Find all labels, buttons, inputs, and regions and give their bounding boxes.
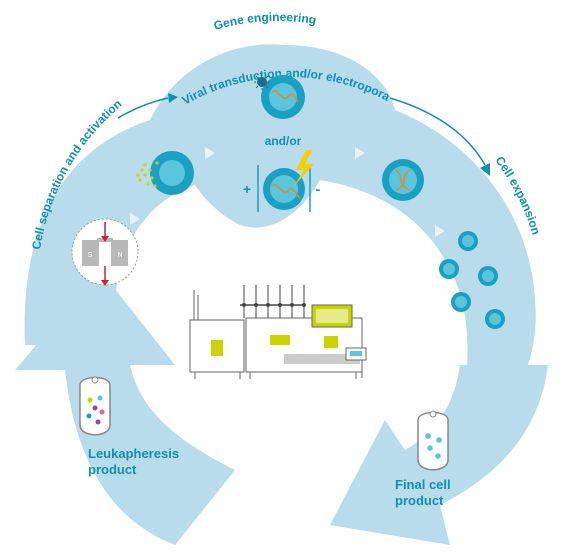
lightning-icon <box>294 150 314 186</box>
modified-cell-icon <box>382 159 424 201</box>
magnet-icon: S N <box>71 218 139 286</box>
plus-sign: + <box>243 181 251 197</box>
flow-arrow-top-left <box>117 97 169 119</box>
flow-arrowhead-top-left <box>168 93 178 103</box>
flow-arrow-top-right <box>389 97 486 166</box>
activated-cell-icon <box>136 151 194 195</box>
flow-arrowhead-top-right <box>480 163 490 176</box>
virus-icon <box>254 74 270 90</box>
magnet-s-label: S <box>88 252 93 259</box>
flow-marker-3 <box>130 213 140 225</box>
instrument-icon <box>189 285 367 379</box>
flow-marker-1 <box>205 147 215 159</box>
leukapheresis-bag-icon <box>79 376 111 436</box>
label-gene-engineering: Gene engineering <box>212 10 317 33</box>
flow-marker-2 <box>355 147 365 159</box>
workflow-band <box>24 44 536 391</box>
expanded-cell <box>458 231 478 251</box>
virus-cell-icon <box>254 74 305 119</box>
label-final-line2: product <box>395 493 444 508</box>
label-and-or: and/or <box>265 134 302 148</box>
expanded-cells <box>439 231 505 329</box>
flow-marker-4 <box>435 225 445 237</box>
label-leukapheresis-line2: product <box>88 462 137 477</box>
expanded-cell <box>451 292 471 312</box>
magnet-n-label: N <box>117 252 122 259</box>
left-arrow-shape <box>15 270 235 545</box>
minus-sign: - <box>316 181 321 197</box>
expanded-cell <box>439 259 459 279</box>
expanded-cell <box>485 309 505 329</box>
electroporation-cell-icon: + - <box>243 150 321 212</box>
expanded-cell <box>478 266 498 286</box>
label-leukapheresis-line1: Leukapheresis <box>88 446 179 461</box>
final-product-bag-icon <box>417 410 449 471</box>
label-final-line1: Final cell <box>395 477 451 492</box>
